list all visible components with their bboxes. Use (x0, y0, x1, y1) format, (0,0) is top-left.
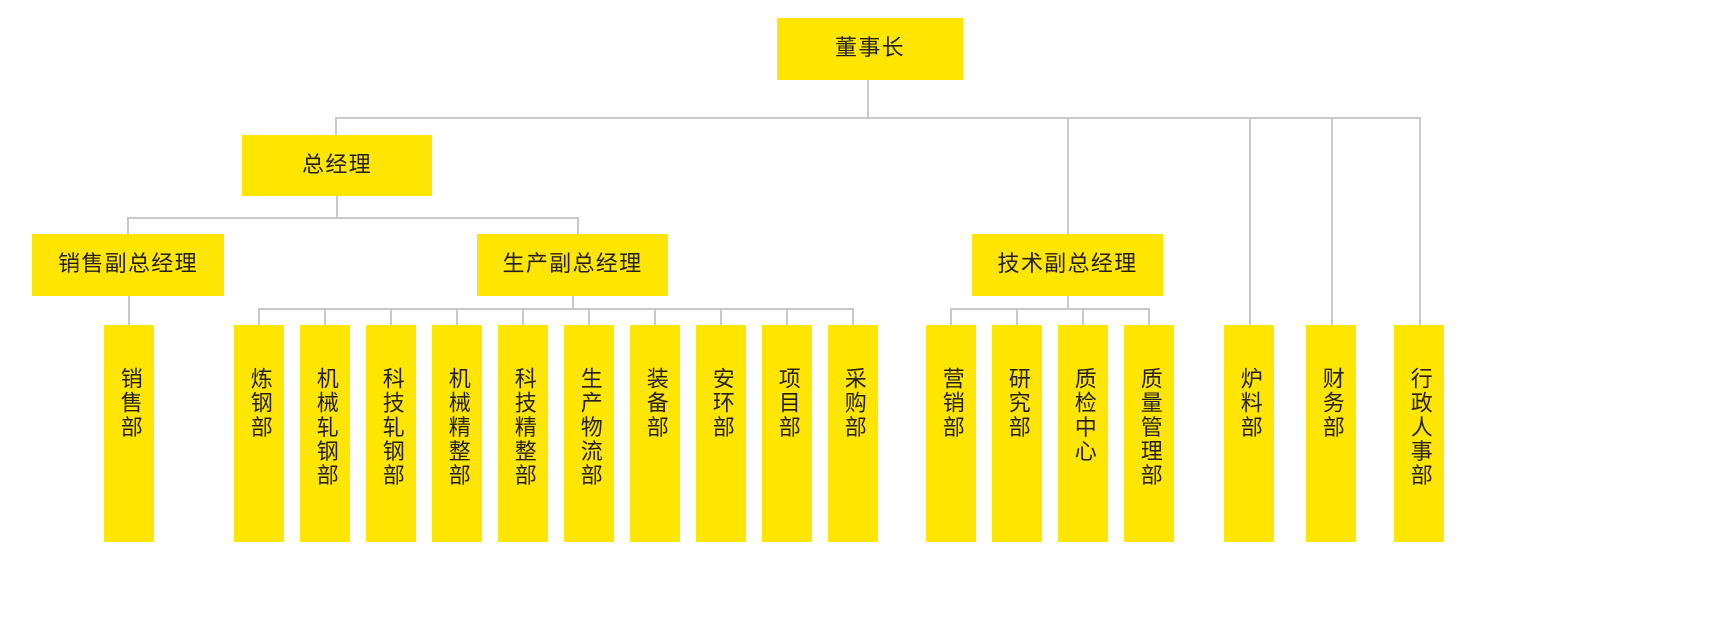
connector-drop-tech-2 (1016, 308, 1018, 326)
connector-drop-tech-1 (950, 308, 952, 326)
node-vp-sales[interactable]: 销售副总经理 (32, 234, 224, 296)
connector-drop-prod-7 (654, 308, 656, 326)
node-department-production-logistics[interactable]: 生产物流部 (564, 325, 614, 542)
connector-drop-prod-4 (456, 308, 458, 326)
node-vp-production[interactable]: 生产副总经理 (477, 234, 668, 296)
node-department-finance[interactable]: 财务部 (1306, 325, 1356, 542)
node-department-mechanical-finishing[interactable]: 机械精整部 (432, 325, 482, 542)
node-department-marketing[interactable]: 营销部 (926, 325, 976, 542)
node-department-furnace-material[interactable]: 炉料部 (1224, 325, 1274, 542)
connector-vp-sales-stem (128, 296, 130, 325)
node-department-quality-inspection-center[interactable]: 质检中心 (1058, 325, 1108, 542)
connector-vp-production-bus (258, 308, 852, 310)
connector-drop-finance (1331, 117, 1333, 325)
connector-general-manager-stem (336, 196, 338, 218)
connector-drop-prod-6 (588, 308, 590, 326)
node-department-admin-hr[interactable]: 行政人事部 (1394, 325, 1444, 542)
node-department-steelmaking[interactable]: 炼钢部 (234, 325, 284, 542)
connector-drop-tech-3 (1082, 308, 1084, 326)
node-chairman[interactable]: 董事长 (777, 18, 963, 80)
connector-vp-production-stem (572, 296, 574, 309)
node-department-sales[interactable]: 销售部 (104, 325, 154, 542)
connector-vp-technology-bus (950, 308, 1150, 310)
node-vp-technology[interactable]: 技术副总经理 (972, 234, 1163, 296)
connector-drop-vp-production (577, 217, 579, 235)
node-department-quality-management[interactable]: 质量管理部 (1124, 325, 1174, 542)
connector-drop-tech-4 (1148, 308, 1150, 326)
connector-drop-general-manager (335, 117, 337, 136)
node-department-research[interactable]: 研究部 (992, 325, 1042, 542)
node-department-procurement[interactable]: 采购部 (828, 325, 878, 542)
connector-drop-prod-9 (786, 308, 788, 326)
connector-drop-prod-1 (258, 308, 260, 326)
connector-drop-vp-technology (1067, 117, 1069, 235)
connector-drop-prod-2 (324, 308, 326, 326)
connector-drop-prod-3 (390, 308, 392, 326)
connector-vp-technology-stem (1067, 296, 1069, 309)
connector-chairman-stem (867, 80, 869, 118)
connector-drop-prod-8 (720, 308, 722, 326)
connector-general-manager-bus (127, 217, 579, 219)
node-department-mechanical-rolling[interactable]: 机械轧钢部 (300, 325, 350, 542)
connector-drop-admin-hr (1419, 117, 1421, 325)
connector-chairman-bus (335, 117, 1421, 119)
connector-drop-vp-sales (127, 217, 129, 235)
node-department-technology-rolling[interactable]: 科技轧钢部 (366, 325, 416, 542)
node-department-project[interactable]: 项目部 (762, 325, 812, 542)
node-department-safety-environment[interactable]: 安环部 (696, 325, 746, 542)
node-department-technology-finishing[interactable]: 科技精整部 (498, 325, 548, 542)
node-general-manager[interactable]: 总经理 (242, 135, 432, 196)
connector-drop-prod-5 (522, 308, 524, 326)
node-department-equipment[interactable]: 装备部 (630, 325, 680, 542)
connector-drop-prod-10 (852, 308, 854, 326)
connector-drop-furnace-material (1249, 117, 1251, 325)
